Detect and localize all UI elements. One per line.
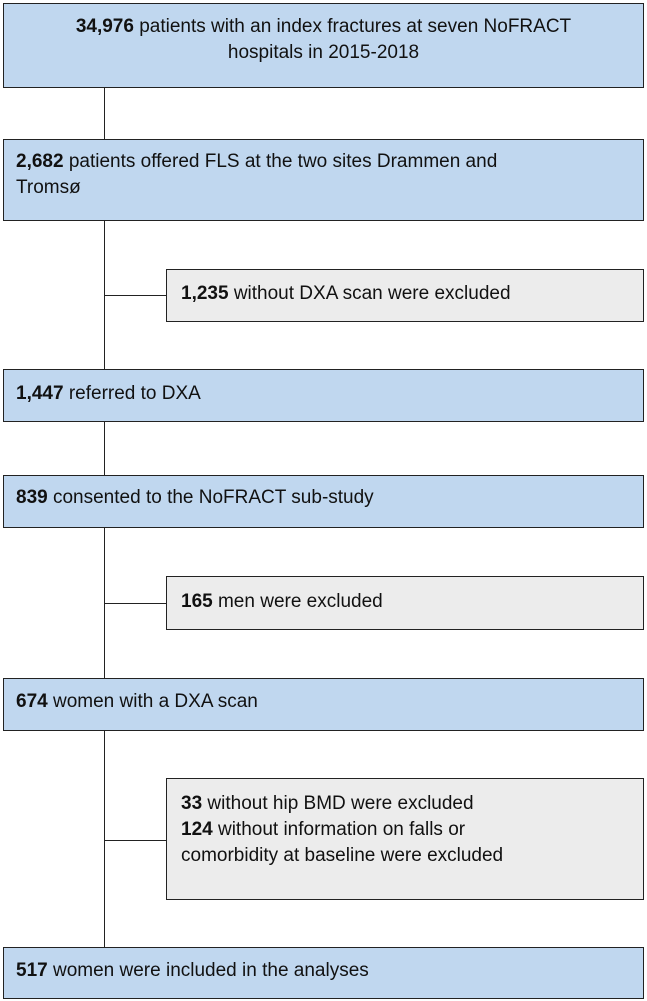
connector-vertical-1 — [104, 87, 105, 140]
box-text: women were included in the analyses — [52, 960, 369, 981]
count-value: 839 — [16, 487, 48, 508]
count-value: 674 — [16, 691, 48, 712]
box-text: consented to the NoFRACT sub-study — [52, 487, 374, 508]
exclusion-line-comorbidity: comorbidity at baseline were excluded — [181, 845, 504, 866]
connector-vertical-3 — [104, 421, 105, 476]
connector-vertical-5 — [104, 730, 105, 948]
count-value: 33 — [181, 793, 203, 814]
box-text: without DXA scan were excluded — [233, 283, 511, 304]
exclusion-box-men: 165 men were excluded — [166, 576, 644, 630]
flow-box-index-fractures: 34,976 patients with an index fractures … — [3, 3, 644, 88]
count-value: 34,976 — [75, 16, 134, 37]
flow-box-fls-offered: 2,682 patients offered FLS at the two si… — [3, 139, 644, 221]
connector-branch-2 — [104, 603, 166, 604]
count-value: 165 — [181, 591, 213, 612]
flow-box-line: 34,976 patients with an index fractures … — [4, 14, 643, 40]
count-value: 1,447 — [16, 383, 64, 404]
exclusion-line-hip-bmd: 33 without hip BMD were excluded — [181, 791, 643, 817]
flow-box-women-dxa: 674 women with a DXA scan — [3, 678, 644, 731]
count-value: 124 — [181, 819, 213, 840]
box-text: without hip BMD were excluded — [207, 793, 474, 814]
count-value: 1,235 — [181, 283, 229, 304]
box-text: without information on falls or — [217, 819, 466, 840]
box-text: patients with an index fractures at seve… — [139, 16, 572, 37]
flow-box-line: 2,682 patients offered FLS at the two si… — [16, 149, 643, 175]
exclusion-box-missing-data: 33 without hip BMD were excluded 124 wit… — [166, 778, 644, 900]
count-value: 517 — [16, 960, 48, 981]
box-text-continued: Tromsø — [16, 177, 81, 198]
box-text: women with a DXA scan — [52, 691, 258, 712]
connector-branch-3 — [104, 840, 166, 841]
box-text: men were excluded — [217, 591, 383, 612]
flow-box-consented: 839 consented to the NoFRACT sub-study — [3, 475, 644, 528]
flow-box-included: 517 women were included in the analyses — [3, 947, 644, 999]
box-text: referred to DXA — [68, 383, 201, 404]
connector-branch-1 — [104, 295, 166, 296]
box-text-continued: hospitals in 2015-2018 — [227, 42, 420, 63]
exclusion-box-no-dxa: 1,235 without DXA scan were excluded — [166, 269, 644, 322]
count-value: 2,682 — [16, 151, 64, 172]
flow-box-referred-dxa: 1,447 referred to DXA — [3, 369, 644, 422]
box-text: patients offered FLS at the two sites Dr… — [68, 151, 498, 172]
exclusion-line-falls: 124 without information on falls or — [181, 817, 643, 843]
